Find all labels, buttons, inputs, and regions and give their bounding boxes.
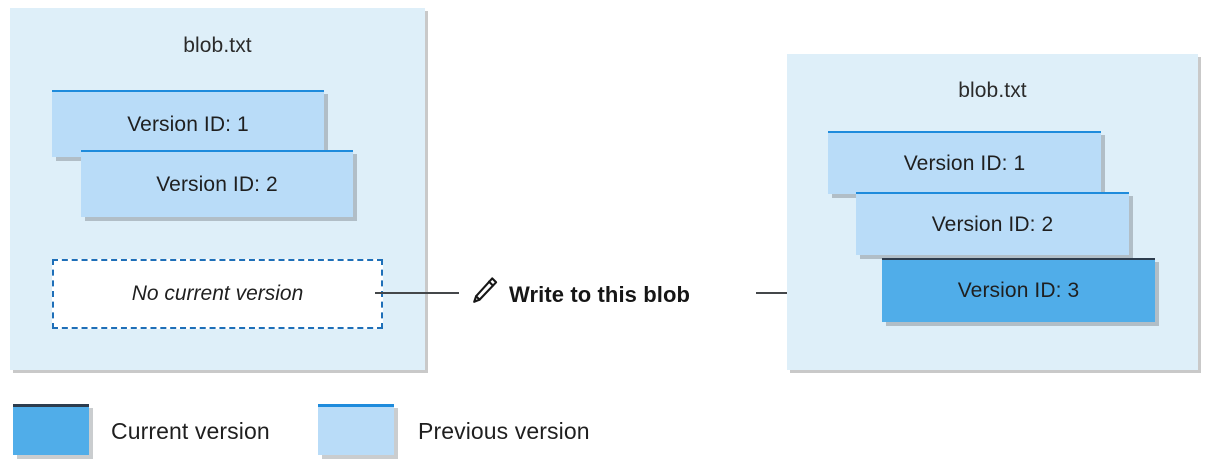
blob-panel-after: blob.txt Version ID: 1 Version ID: 2 Ver…: [787, 54, 1198, 370]
version-box-label: Version ID: 2: [156, 172, 278, 196]
version-box-3-after: Version ID: 3: [882, 258, 1155, 322]
version-box-label: Version ID: 2: [931, 212, 1054, 236]
legend-label-previous: Previous version: [418, 418, 590, 444]
write-action-label: Write to this blob: [509, 281, 691, 307]
no-current-version-label: No current version: [131, 282, 304, 305]
blob-panel-before-title: blob.txt: [183, 34, 252, 57]
legend-label-current: Current version: [111, 418, 270, 444]
version-box-1-after: Version ID: 1: [828, 131, 1101, 194]
version-box-1-before: Version ID: 1: [52, 90, 324, 157]
version-box-label: Version ID: 3: [957, 279, 1080, 302]
no-current-version-box: No current version: [52, 259, 383, 329]
version-box-label: Version ID: 1: [127, 112, 249, 136]
blob-panel-before: blob.txt Version ID: 1 Version ID: 2 No …: [10, 8, 425, 370]
legend-swatch-previous: [318, 404, 394, 455]
pencil-icon: [468, 274, 500, 315]
version-box-2-before: Version ID: 2: [81, 150, 353, 217]
version-box-label: Version ID: 1: [903, 151, 1026, 175]
version-box-2-after: Version ID: 2: [856, 192, 1129, 255]
legend-swatch-current: [13, 404, 89, 455]
write-action: Write to this blob: [468, 274, 690, 315]
connector-line-left: [375, 292, 459, 294]
blob-panel-after-title: blob.txt: [958, 79, 1027, 102]
